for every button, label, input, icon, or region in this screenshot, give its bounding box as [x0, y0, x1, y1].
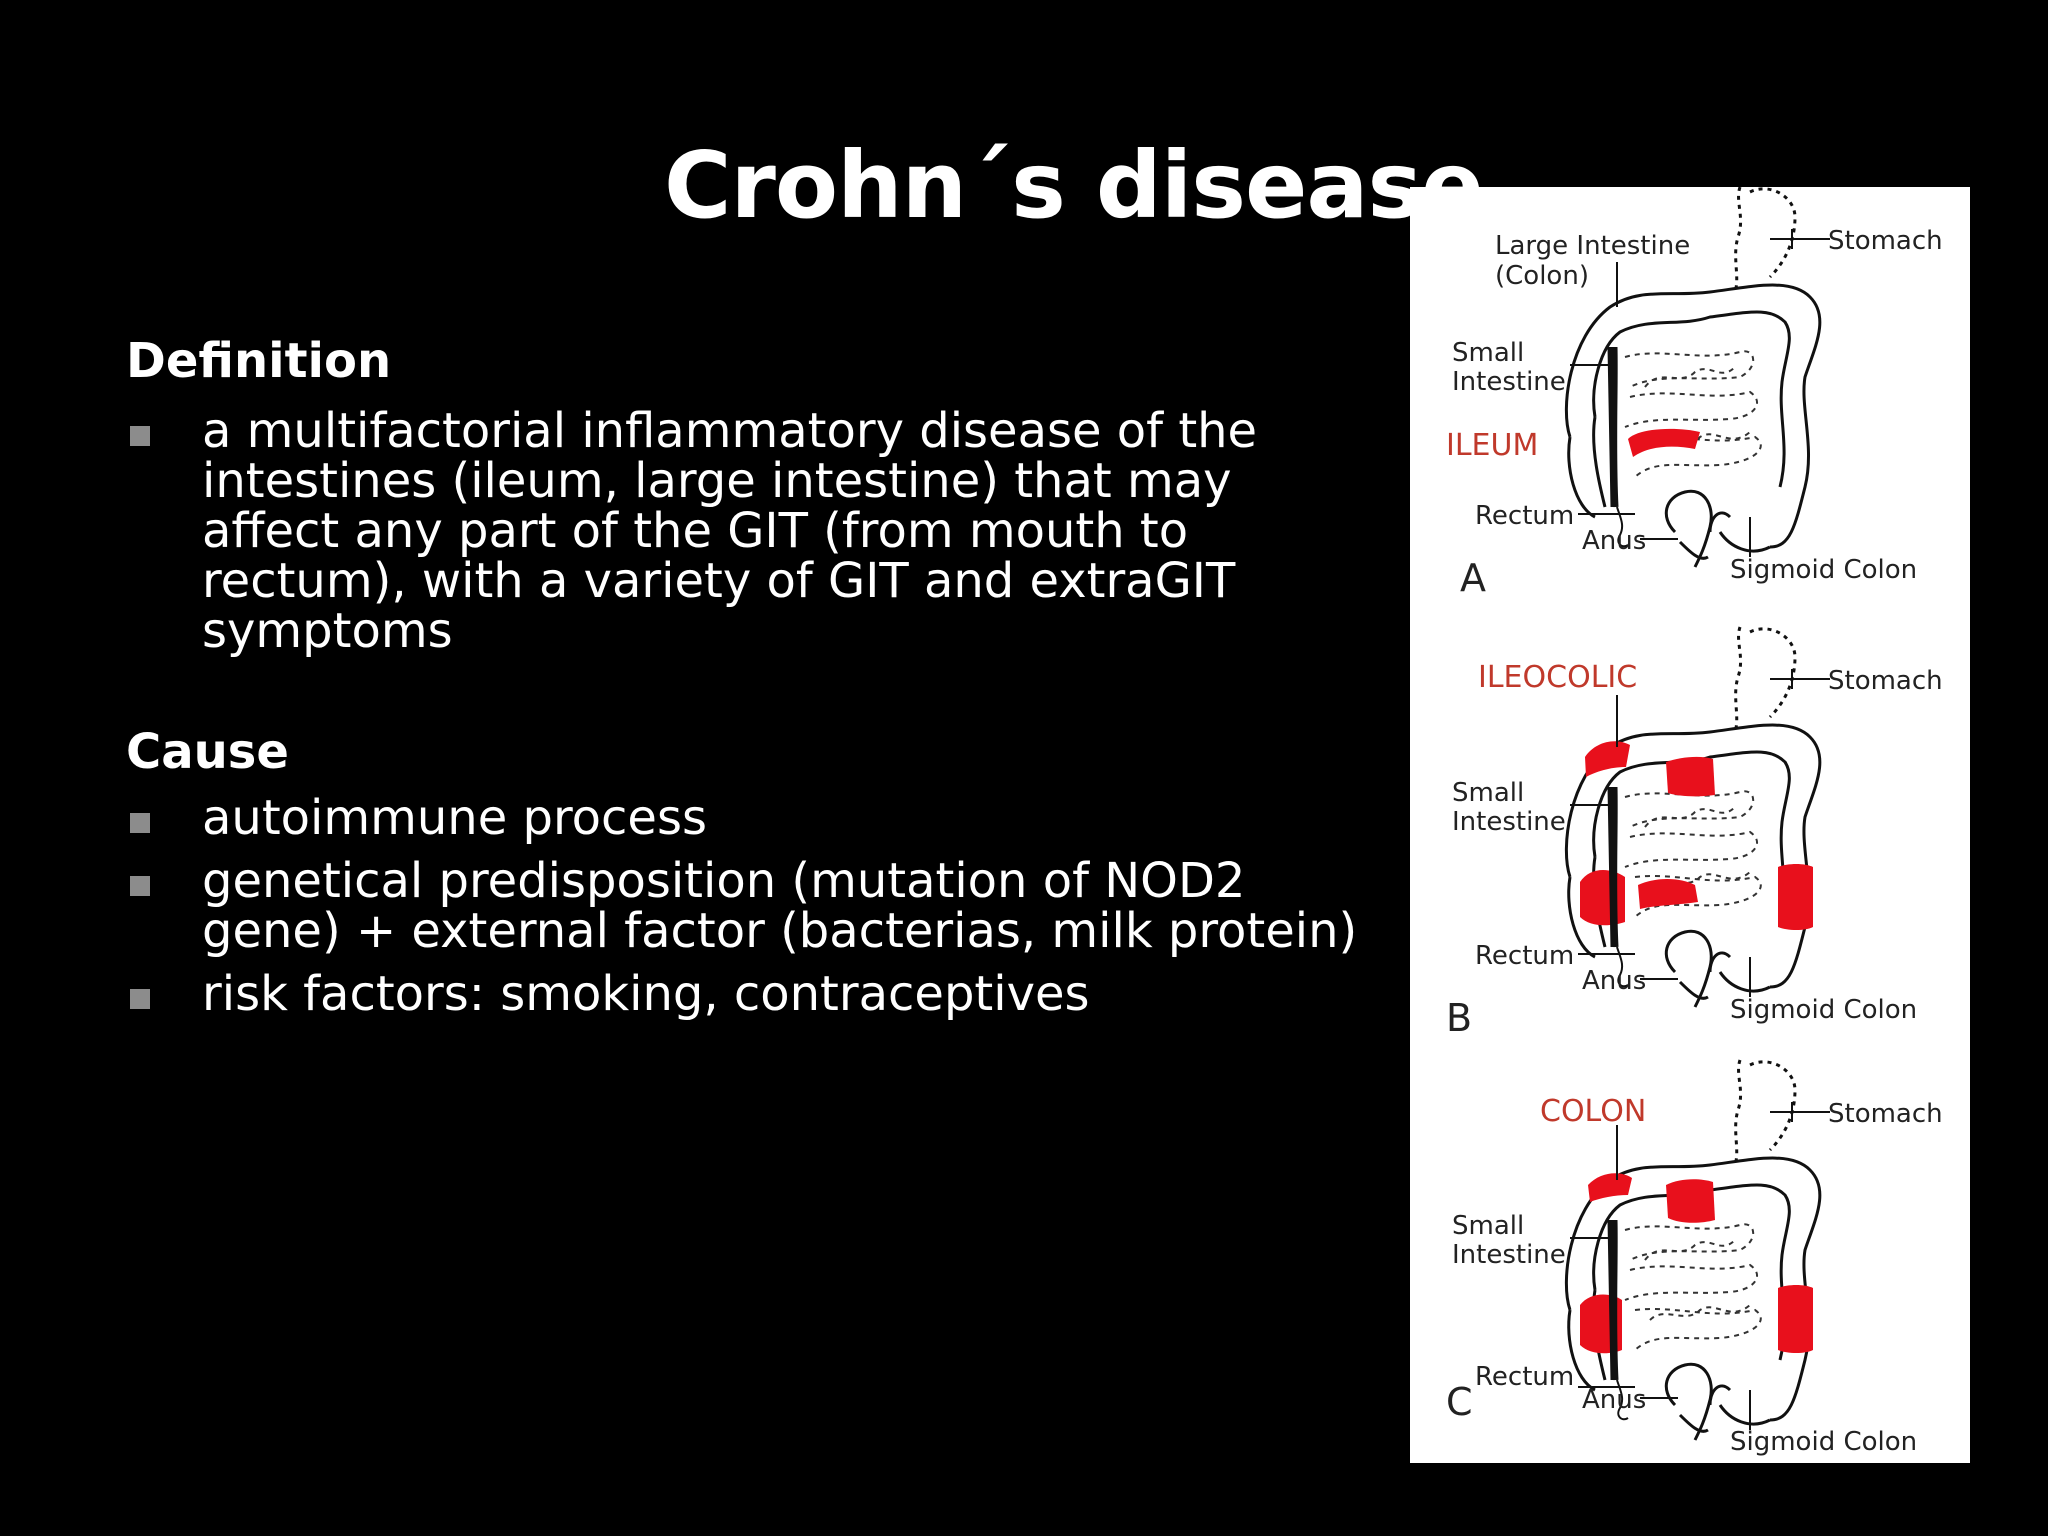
- appendix-icon: [1616, 506, 1629, 548]
- intestine-outline-icon: [1564, 187, 1822, 568]
- label-large-intestine: Large Intestine: [1495, 231, 1690, 261]
- small-intestine-loops-icon: [1624, 350, 1762, 478]
- panel-letter: B: [1446, 996, 1472, 1040]
- cause-text: risk factors: smoking, contraceptives: [202, 965, 1090, 1022]
- label-intestine: Intestine: [1452, 807, 1566, 837]
- inflamed-region: [1666, 756, 1715, 797]
- appendix-icon: [1616, 946, 1629, 988]
- label-colon: (Colon): [1495, 261, 1589, 291]
- label-sigmoid-colon: Sigmoid Colon: [1730, 1427, 1917, 1457]
- panel-b: ILEOCOLIC Stomach Small Intestine Rectum…: [1446, 626, 1943, 1040]
- cause-heading: Cause: [126, 723, 289, 780]
- list-item: genetical predisposition (mutation of NO…: [126, 856, 1366, 956]
- intestine-diagram-svg: Large Intestine (Colon) Stomach Small In…: [1446, 187, 1943, 1457]
- label-sigmoid-colon: Sigmoid Colon: [1730, 555, 1917, 585]
- ascending-colon-icon: [1607, 346, 1619, 508]
- list-item: autoimmune process: [126, 793, 1366, 843]
- inflamed-region: [1588, 1173, 1632, 1202]
- inflamed-region: [1778, 1285, 1813, 1353]
- inflamed-region: [1580, 870, 1625, 926]
- label-small: Small: [1452, 1211, 1524, 1241]
- label-small: Small: [1452, 338, 1524, 368]
- list-item: a multifactorial inflammatory disease of…: [126, 406, 1366, 656]
- panel-letter: C: [1446, 1380, 1473, 1424]
- slide-title: Crohn´s disease: [664, 132, 1484, 239]
- label-ileocolic: ILEOCOLIC: [1478, 660, 1637, 695]
- cause-text: autoimmune process: [202, 789, 707, 846]
- label-colon-region: COLON: [1540, 1094, 1646, 1129]
- label-rectum: Rectum: [1475, 941, 1574, 971]
- panel-a: Large Intestine (Colon) Stomach Small In…: [1446, 187, 1943, 600]
- definition-heading: Definition: [126, 333, 392, 389]
- square-bullet-icon: [130, 425, 150, 446]
- inflamed-region: [1666, 1179, 1715, 1223]
- inflamed-region: [1778, 864, 1813, 930]
- label-anus: Anus: [1582, 526, 1646, 556]
- label-rectum: Rectum: [1475, 1362, 1574, 1392]
- definition-text: a multifactorial inflammatory disease of…: [202, 402, 1258, 659]
- label-rectum: Rectum: [1475, 501, 1574, 531]
- slide-content: Definition a multifactorial inflammatory…: [126, 335, 1366, 1032]
- label-small: Small: [1452, 778, 1524, 808]
- cause-list: autoimmune process genetical predisposit…: [126, 793, 1366, 1019]
- label-ileum: ILEUM: [1446, 428, 1538, 463]
- label-stomach: Stomach: [1828, 226, 1943, 256]
- appendix-icon: [1616, 1379, 1629, 1421]
- panel-c: COLON Stomach Small Intestine Rectum Anu…: [1446, 1059, 1943, 1457]
- square-bullet-icon: [130, 812, 150, 833]
- label-intestine: Intestine: [1452, 1240, 1566, 1270]
- ascending-colon-icon: [1607, 786, 1619, 948]
- square-bullet-icon: [130, 875, 150, 896]
- ascending-colon-icon: [1607, 1219, 1619, 1381]
- label-sigmoid-colon: Sigmoid Colon: [1730, 995, 1917, 1025]
- panel-letter: A: [1460, 556, 1486, 600]
- label-intestine: Intestine: [1452, 367, 1566, 397]
- ileum-inflamed-region: [1628, 428, 1700, 457]
- label-anus: Anus: [1582, 1385, 1646, 1415]
- inflamed-region: [1638, 879, 1698, 909]
- intestine-diagram: Large Intestine (Colon) Stomach Small In…: [1410, 187, 1970, 1463]
- list-item: risk factors: smoking, contraceptives: [126, 969, 1366, 1019]
- label-stomach: Stomach: [1828, 666, 1943, 696]
- label-stomach: Stomach: [1828, 1099, 1943, 1129]
- label-anus: Anus: [1582, 966, 1646, 996]
- square-bullet-icon: [130, 988, 150, 1009]
- inflamed-region: [1585, 741, 1630, 777]
- cause-text: genetical predisposition (mutation of NO…: [202, 852, 1358, 959]
- small-intestine-loops-icon: [1624, 1223, 1762, 1351]
- definition-list: a multifactorial inflammatory disease of…: [126, 406, 1366, 656]
